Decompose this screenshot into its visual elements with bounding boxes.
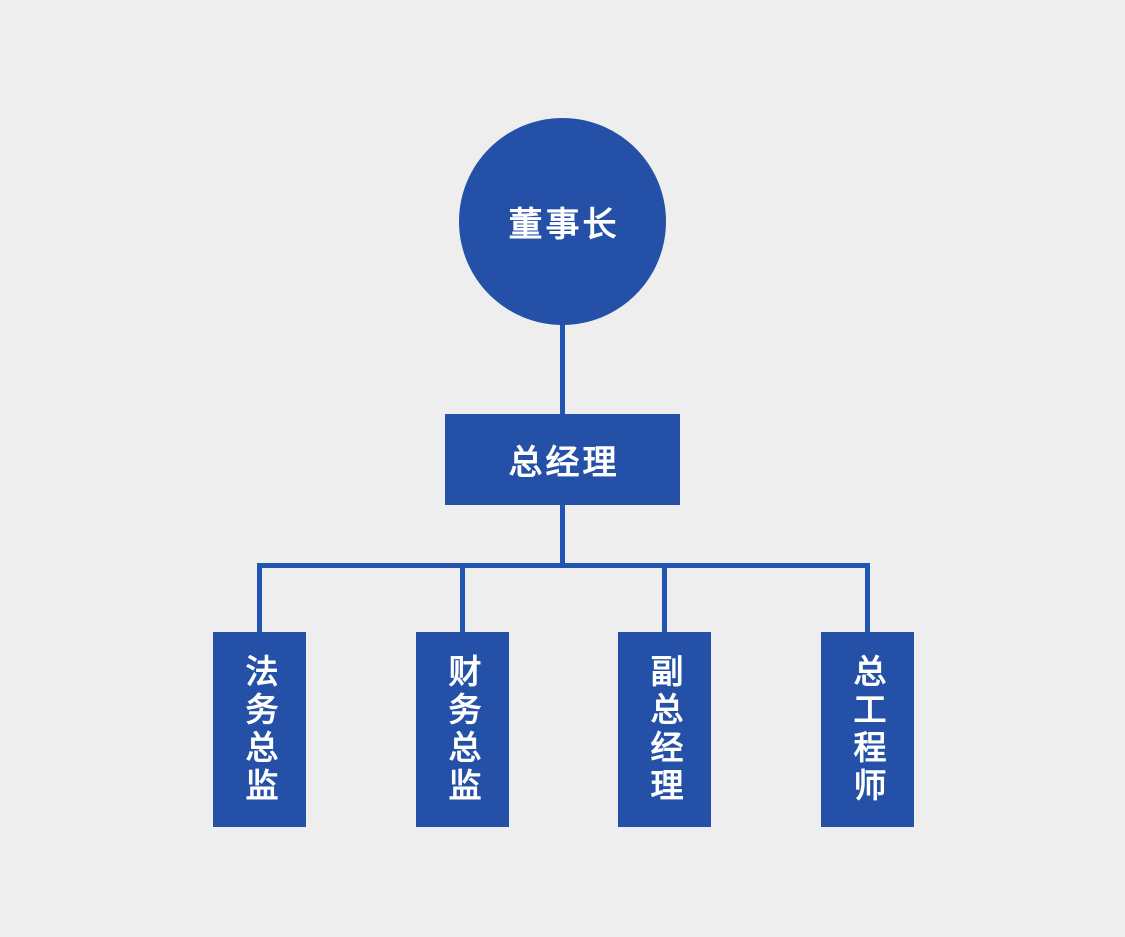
org-node-chairman-label: 董事长	[508, 205, 620, 245]
connector-drop-finance-director	[460, 565, 465, 634]
connector-chairman-to-gm	[560, 322, 565, 416]
org-node-chairman: 董事长	[459, 118, 666, 325]
org-node-legal-director-label: 法务总监	[240, 653, 279, 806]
connector-drop-chief-engineer	[865, 565, 870, 634]
connector-gm-to-rail	[560, 503, 565, 565]
org-node-deputy-general-manager: 副总经理	[618, 632, 711, 827]
org-node-finance-director: 财务总监	[416, 632, 509, 827]
connector-drop-deputy-general-manager	[662, 565, 667, 634]
org-node-chief-engineer: 总工程师	[821, 632, 914, 827]
org-node-deputy-general-manager-label: 副总经理	[645, 653, 684, 806]
connector-horizontal-rail	[257, 563, 870, 568]
org-node-general-manager: 总经理	[445, 414, 680, 505]
org-node-legal-director: 法务总监	[213, 632, 306, 827]
connector-drop-legal-director	[257, 565, 262, 634]
org-node-chief-engineer-label: 总工程师	[848, 653, 887, 806]
org-node-finance-director-label: 财务总监	[443, 653, 482, 806]
org-node-general-manager-label: 总经理	[508, 443, 620, 483]
